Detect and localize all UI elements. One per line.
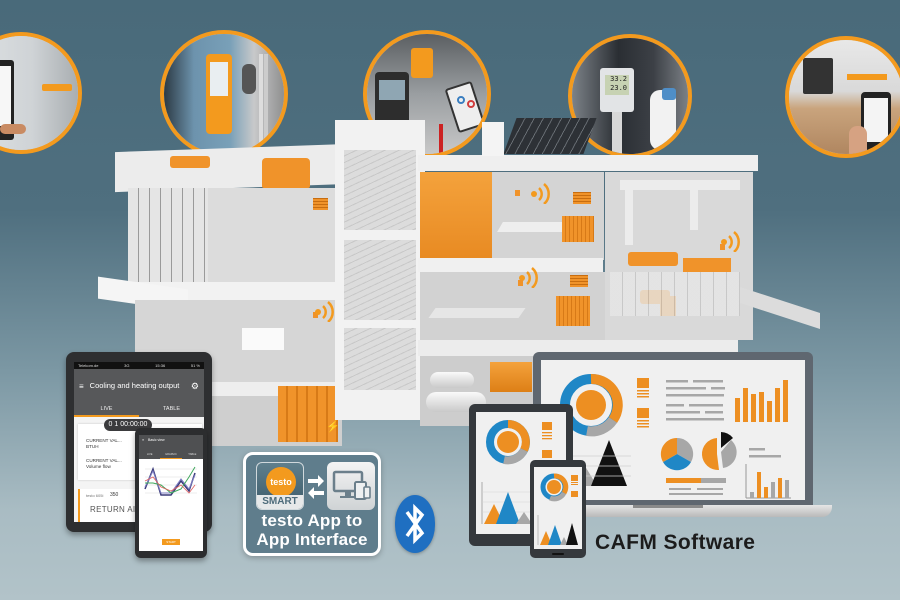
- carrier-label: Telekom.de: [78, 363, 99, 368]
- floor-slab-right-1: [418, 258, 603, 272]
- wireless-sensor: [518, 280, 523, 286]
- tab-live[interactable]: LIVE: [74, 403, 139, 417]
- stairs-3: [344, 328, 416, 390]
- rooftop-unit: [482, 122, 504, 156]
- logger-value-2: 23.0: [610, 84, 627, 92]
- phone-tab-bar: LIVE GRAPHIC TABLE: [139, 453, 203, 459]
- bluetooth-badge: [395, 495, 435, 553]
- ups-cabinets: [278, 386, 338, 442]
- duct-vertical-1: [625, 185, 633, 245]
- tab-live[interactable]: LIVE: [146, 453, 153, 456]
- machine-housings: [610, 272, 740, 316]
- value-unit: BTUH: [86, 443, 99, 449]
- caption-line-2: App Interface: [256, 530, 368, 549]
- photo-circle-smartphone-probes: [0, 32, 82, 154]
- reception-desk: [242, 328, 284, 350]
- hamburger-menu-icon[interactable]: ≡: [142, 438, 145, 442]
- roof-slab-left: [115, 143, 350, 193]
- hvac-duct: [170, 156, 210, 168]
- bluetooth-icon: [405, 503, 425, 545]
- machine-1: [683, 258, 731, 272]
- wireless-sensor: [515, 190, 520, 196]
- probe-name: testo 605i: [86, 493, 104, 498]
- vent-upper: [573, 192, 591, 204]
- gear-icon[interactable]: ⚙: [190, 380, 199, 391]
- app-to-app-interface-badge: testo SMART testo App to App Interface: [243, 452, 381, 556]
- phone-page-title: Basic view: [148, 438, 165, 442]
- start-button[interactable]: START: [162, 539, 180, 545]
- tank-1: [430, 372, 474, 388]
- probe-value: 350: [110, 492, 119, 498]
- laptop-trackpad-notch: [633, 505, 703, 508]
- wifi-signal-icon: [531, 183, 550, 204]
- radiator-upper: [562, 216, 594, 242]
- network-label: 3G: [124, 363, 130, 368]
- tab-table[interactable]: TABLE: [188, 453, 197, 456]
- status-bar: Telekom.de 3G 15:36 51 %: [74, 362, 204, 369]
- hvac-duct-outlet: [262, 158, 310, 188]
- wifi-signal-icon: [721, 231, 740, 252]
- lightning-icon: ⚡: [326, 421, 340, 433]
- smart-label: SMART: [257, 495, 303, 509]
- stairs-1: [344, 150, 416, 230]
- monitor-tablet-phone-icon: [332, 470, 371, 500]
- ductwork: [620, 180, 740, 190]
- hvac-vent: [313, 198, 328, 210]
- roof-slab-right: [418, 155, 758, 171]
- vent-lower: [570, 275, 588, 287]
- testo-logo: testo: [266, 467, 296, 497]
- page-title: Cooling and heating output: [89, 381, 180, 390]
- wireless-sensor: [720, 244, 725, 250]
- meeting-room-orange: [420, 172, 492, 260]
- stairs-2: [344, 240, 416, 320]
- exchange-arrows-icon: [308, 475, 324, 499]
- badge-caption: testo App to App Interface: [246, 511, 378, 549]
- wifi-signal-icon: [315, 301, 334, 322]
- photo-circle-air-flow-measurement: [785, 36, 900, 158]
- cafm-software-label: CAFM Software: [595, 531, 756, 554]
- glass-facade: [128, 188, 208, 298]
- tab-bar: LIVE TABLE: [74, 403, 204, 417]
- phone-home-button: [552, 553, 564, 555]
- cafm-phone-screen: [534, 467, 582, 549]
- wifi-signal-icon: [519, 267, 538, 288]
- devices-app-icon: [327, 462, 375, 510]
- line-chart: [144, 466, 197, 496]
- laptop-base: [530, 505, 832, 517]
- phone-screen: ≡ Basic view LIVE GRAPHIC TABLE START: [139, 435, 203, 551]
- probe-location: RETURN AIR: [90, 505, 142, 514]
- battery-label: 51 %: [190, 363, 200, 368]
- logger-value-1: 33.2: [610, 75, 627, 83]
- phone-app-bar: ≡ Basic view: [139, 435, 203, 453]
- phone-dashboard-graphics: [537, 473, 578, 545]
- radiator-lower: [556, 296, 590, 326]
- cafm-phone-device: [530, 460, 586, 558]
- smartphone-device: ≡ Basic view LIVE GRAPHIC TABLE START: [135, 428, 207, 558]
- caption-line-1: testo App to: [261, 511, 363, 530]
- value-unit: Volume flow: [86, 463, 111, 469]
- testo-smart-app-icon: testo SMART: [256, 462, 304, 510]
- solar-panels: [503, 118, 597, 154]
- duct-vertical-2: [690, 180, 698, 230]
- time-label: 15:36: [155, 363, 166, 368]
- value-label: CURRENT VAL...: [86, 438, 122, 443]
- robot-arm: [628, 252, 678, 266]
- value-label: CURRENT VAL...: [86, 458, 122, 463]
- hamburger-menu-icon[interactable]: ≡: [79, 381, 84, 391]
- tab-table[interactable]: TABLE: [162, 406, 180, 412]
- app-bar: ≡ Cooling and heating output ⚙: [74, 369, 204, 403]
- wireless-sensor-1: [313, 312, 318, 318]
- tab-graphic[interactable]: GRAPHIC: [160, 453, 182, 459]
- conference-table-lower: [428, 308, 526, 318]
- boiler: [490, 362, 532, 392]
